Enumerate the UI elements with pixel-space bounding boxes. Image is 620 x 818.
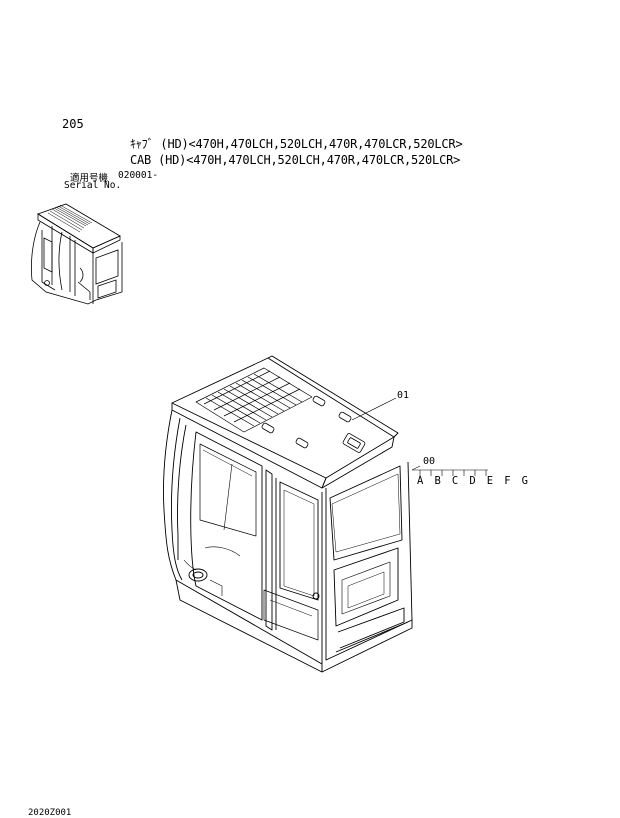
serial-label-english: Serial No.: [64, 180, 122, 191]
page-number: 205: [62, 117, 84, 131]
callout-cab-unit-00: 00: [423, 456, 436, 467]
title-japanese: ｷｬﾌﾞ (HD)<470H,470LCH,520LCH,470R,470LCR…: [130, 137, 463, 151]
footer-code: 2020Z001: [28, 808, 72, 818]
title-english: CAB (HD)<470H,470LCH,520LCH,470R,470LCR,…: [130, 153, 461, 167]
serial-label-japanese: 適用号機: [70, 173, 109, 184]
callout-assembly-01: 01: [397, 390, 410, 401]
serial-range: 020001-: [118, 170, 159, 181]
variant-letters: A B C D E F G: [417, 475, 531, 487]
